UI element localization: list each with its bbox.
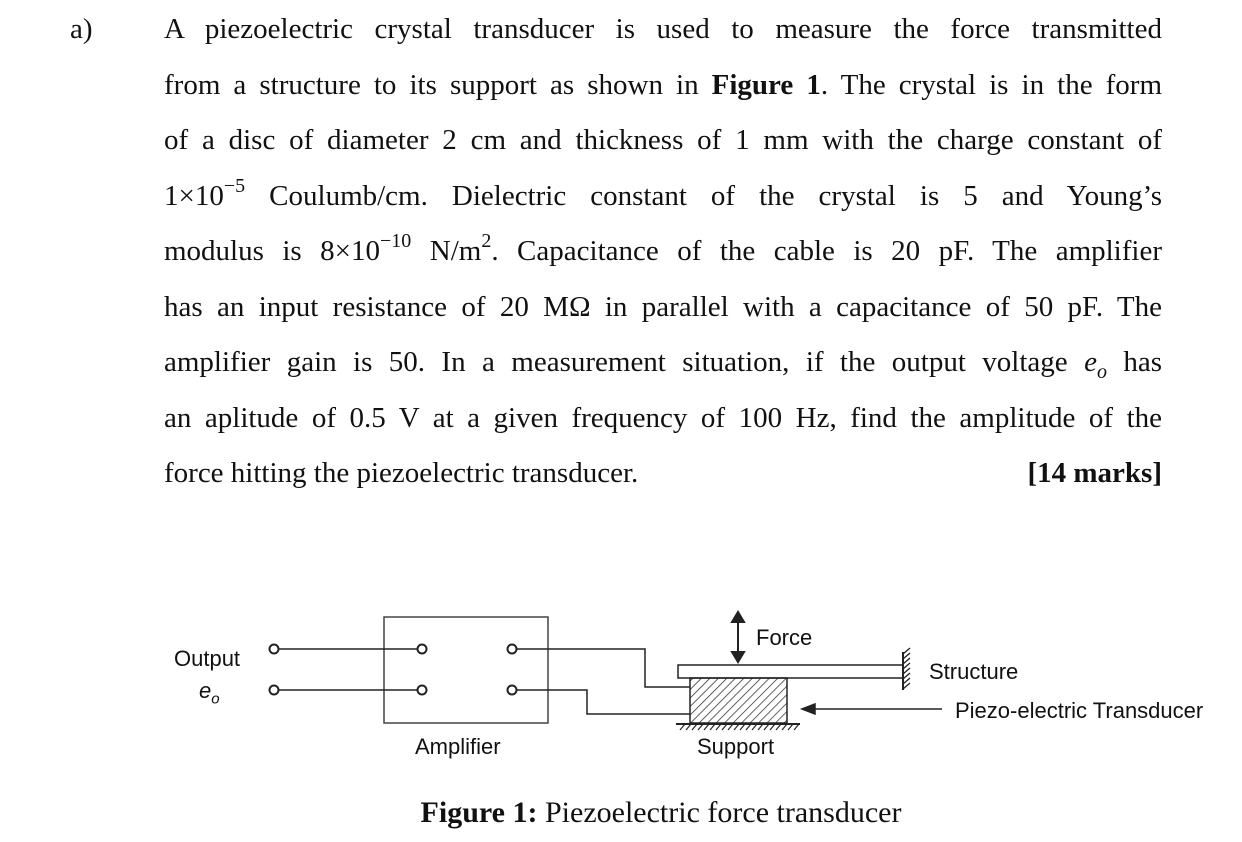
- eo-label: eo: [199, 678, 220, 708]
- force-arrow: [730, 610, 746, 664]
- amplifier-terminals: [416, 643, 518, 696]
- transducer-pointer: [799, 702, 942, 716]
- question-line-7: amplifier gain is 50. In a measurement s…: [164, 346, 1162, 383]
- structure-beam: [677, 664, 904, 679]
- transducer-label: Piezo-electric Transducer: [955, 698, 1204, 723]
- marks-badge: [14 marks]: [1027, 457, 1162, 489]
- question-line-9: force hitting the piezoelectric transduc…: [164, 454, 1162, 510]
- piezo-crystal: [689, 677, 788, 724]
- amplifier-box: [383, 616, 549, 724]
- wires: [279, 648, 690, 715]
- question-line-1: A piezoelectric crystal transducer is us…: [164, 13, 1162, 45]
- output-label: Output: [174, 646, 241, 671]
- support-label: Support: [697, 734, 775, 759]
- figure-caption: Figure 1: Piezoelectric force transducer: [420, 796, 902, 829]
- support-ground: [676, 723, 800, 731]
- question-line-3: of a disc of diameter 2 cm and thickness…: [164, 124, 1162, 156]
- output-terminals: [268, 643, 280, 696]
- question-line-6: has an input resistance of 20 MΩ in para…: [164, 290, 1162, 323]
- question-line-8: an aplitude of 0.5 V at a given frequenc…: [164, 401, 1162, 434]
- structure-wall: [902, 647, 911, 690]
- question-line-2: from a structure to its support as shown…: [164, 68, 1162, 101]
- question-label: a): [70, 13, 93, 45]
- amplifier-label: Amplifier: [415, 734, 501, 759]
- question-line-4: 1×10−5 Coulumb/cm. Dielectric constant o…: [164, 174, 1162, 212]
- figure-1: Output eo Amplifier Support Force Struct…: [0, 590, 1242, 790]
- question-line-5: modulus is 8×10−10 N/m2. Capacitance of …: [164, 230, 1162, 267]
- structure-label: Structure: [929, 659, 1019, 684]
- piezo-diagram: [268, 610, 942, 731]
- question-text: A piezoelectric crystal transducer is us…: [164, 10, 1162, 510]
- force-label: Force: [756, 625, 813, 650]
- figure-reference: Figure 1: [711, 68, 821, 101]
